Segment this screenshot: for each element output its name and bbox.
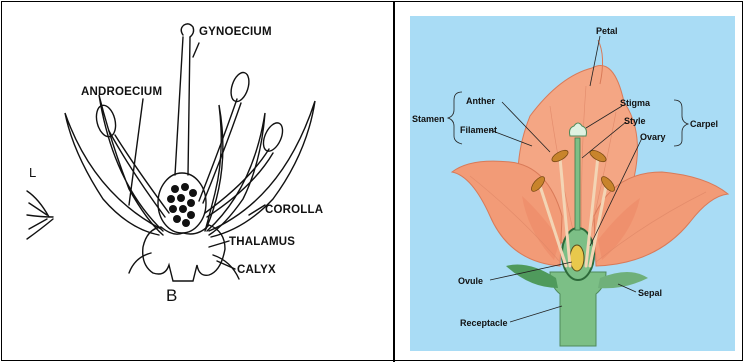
label-stigma: Stigma bbox=[620, 98, 651, 108]
flower-line-drawing: GYNOECIUM ANDROECIUM COROLLA THALAMUS CA… bbox=[3, 3, 391, 359]
line-drawing-panel: GYNOECIUM ANDROECIUM COROLLA THALAMUS CA… bbox=[3, 3, 391, 359]
label-sepal: Sepal bbox=[638, 288, 662, 298]
partial-letter: L bbox=[29, 165, 36, 180]
label-style: Style bbox=[624, 116, 646, 126]
stigma-outline bbox=[181, 24, 193, 37]
panel-divider bbox=[393, 1, 395, 362]
flower-colored-diagram: Petal Stamen Anther Filament Stigma Styl… bbox=[410, 16, 735, 351]
label-ovule: Ovule bbox=[458, 276, 483, 286]
androecium-leader bbox=[129, 99, 143, 205]
anther-middle bbox=[228, 70, 252, 103]
label-thalamus: THALAMUS bbox=[229, 236, 295, 248]
label-androecium: ANDROECIUM bbox=[81, 86, 162, 98]
calyx-sepal-left bbox=[129, 253, 151, 273]
calyx-sepal-right bbox=[213, 255, 239, 279]
ovary-outline bbox=[158, 173, 206, 233]
style-shape bbox=[575, 138, 580, 230]
label-anther: Anther bbox=[466, 96, 495, 106]
label-corolla: COROLLA bbox=[265, 204, 323, 216]
colored-diagram-panel: Petal Stamen Anther Filament Stigma Styl… bbox=[410, 16, 735, 351]
style-outline bbox=[175, 37, 183, 175]
thalamus-leader bbox=[209, 241, 229, 247]
filament-middle bbox=[199, 99, 237, 201]
label-receptacle: Receptacle bbox=[460, 318, 508, 328]
label-filament: Filament bbox=[460, 125, 497, 135]
label-carpel: Carpel bbox=[690, 119, 718, 129]
gynoecium-leader bbox=[193, 43, 199, 57]
label-gynoecium: GYNOECIUM bbox=[199, 26, 272, 38]
label-ovary: Ovary bbox=[640, 132, 666, 142]
ovule-shape bbox=[570, 245, 584, 271]
figure-letter: B bbox=[166, 286, 177, 305]
label-calyx: CALYX bbox=[237, 264, 276, 276]
ovules-cluster bbox=[167, 183, 197, 227]
label-petal: Petal bbox=[596, 26, 618, 36]
petal-left-inner bbox=[99, 95, 163, 235]
label-stamen: Stamen bbox=[412, 114, 445, 124]
